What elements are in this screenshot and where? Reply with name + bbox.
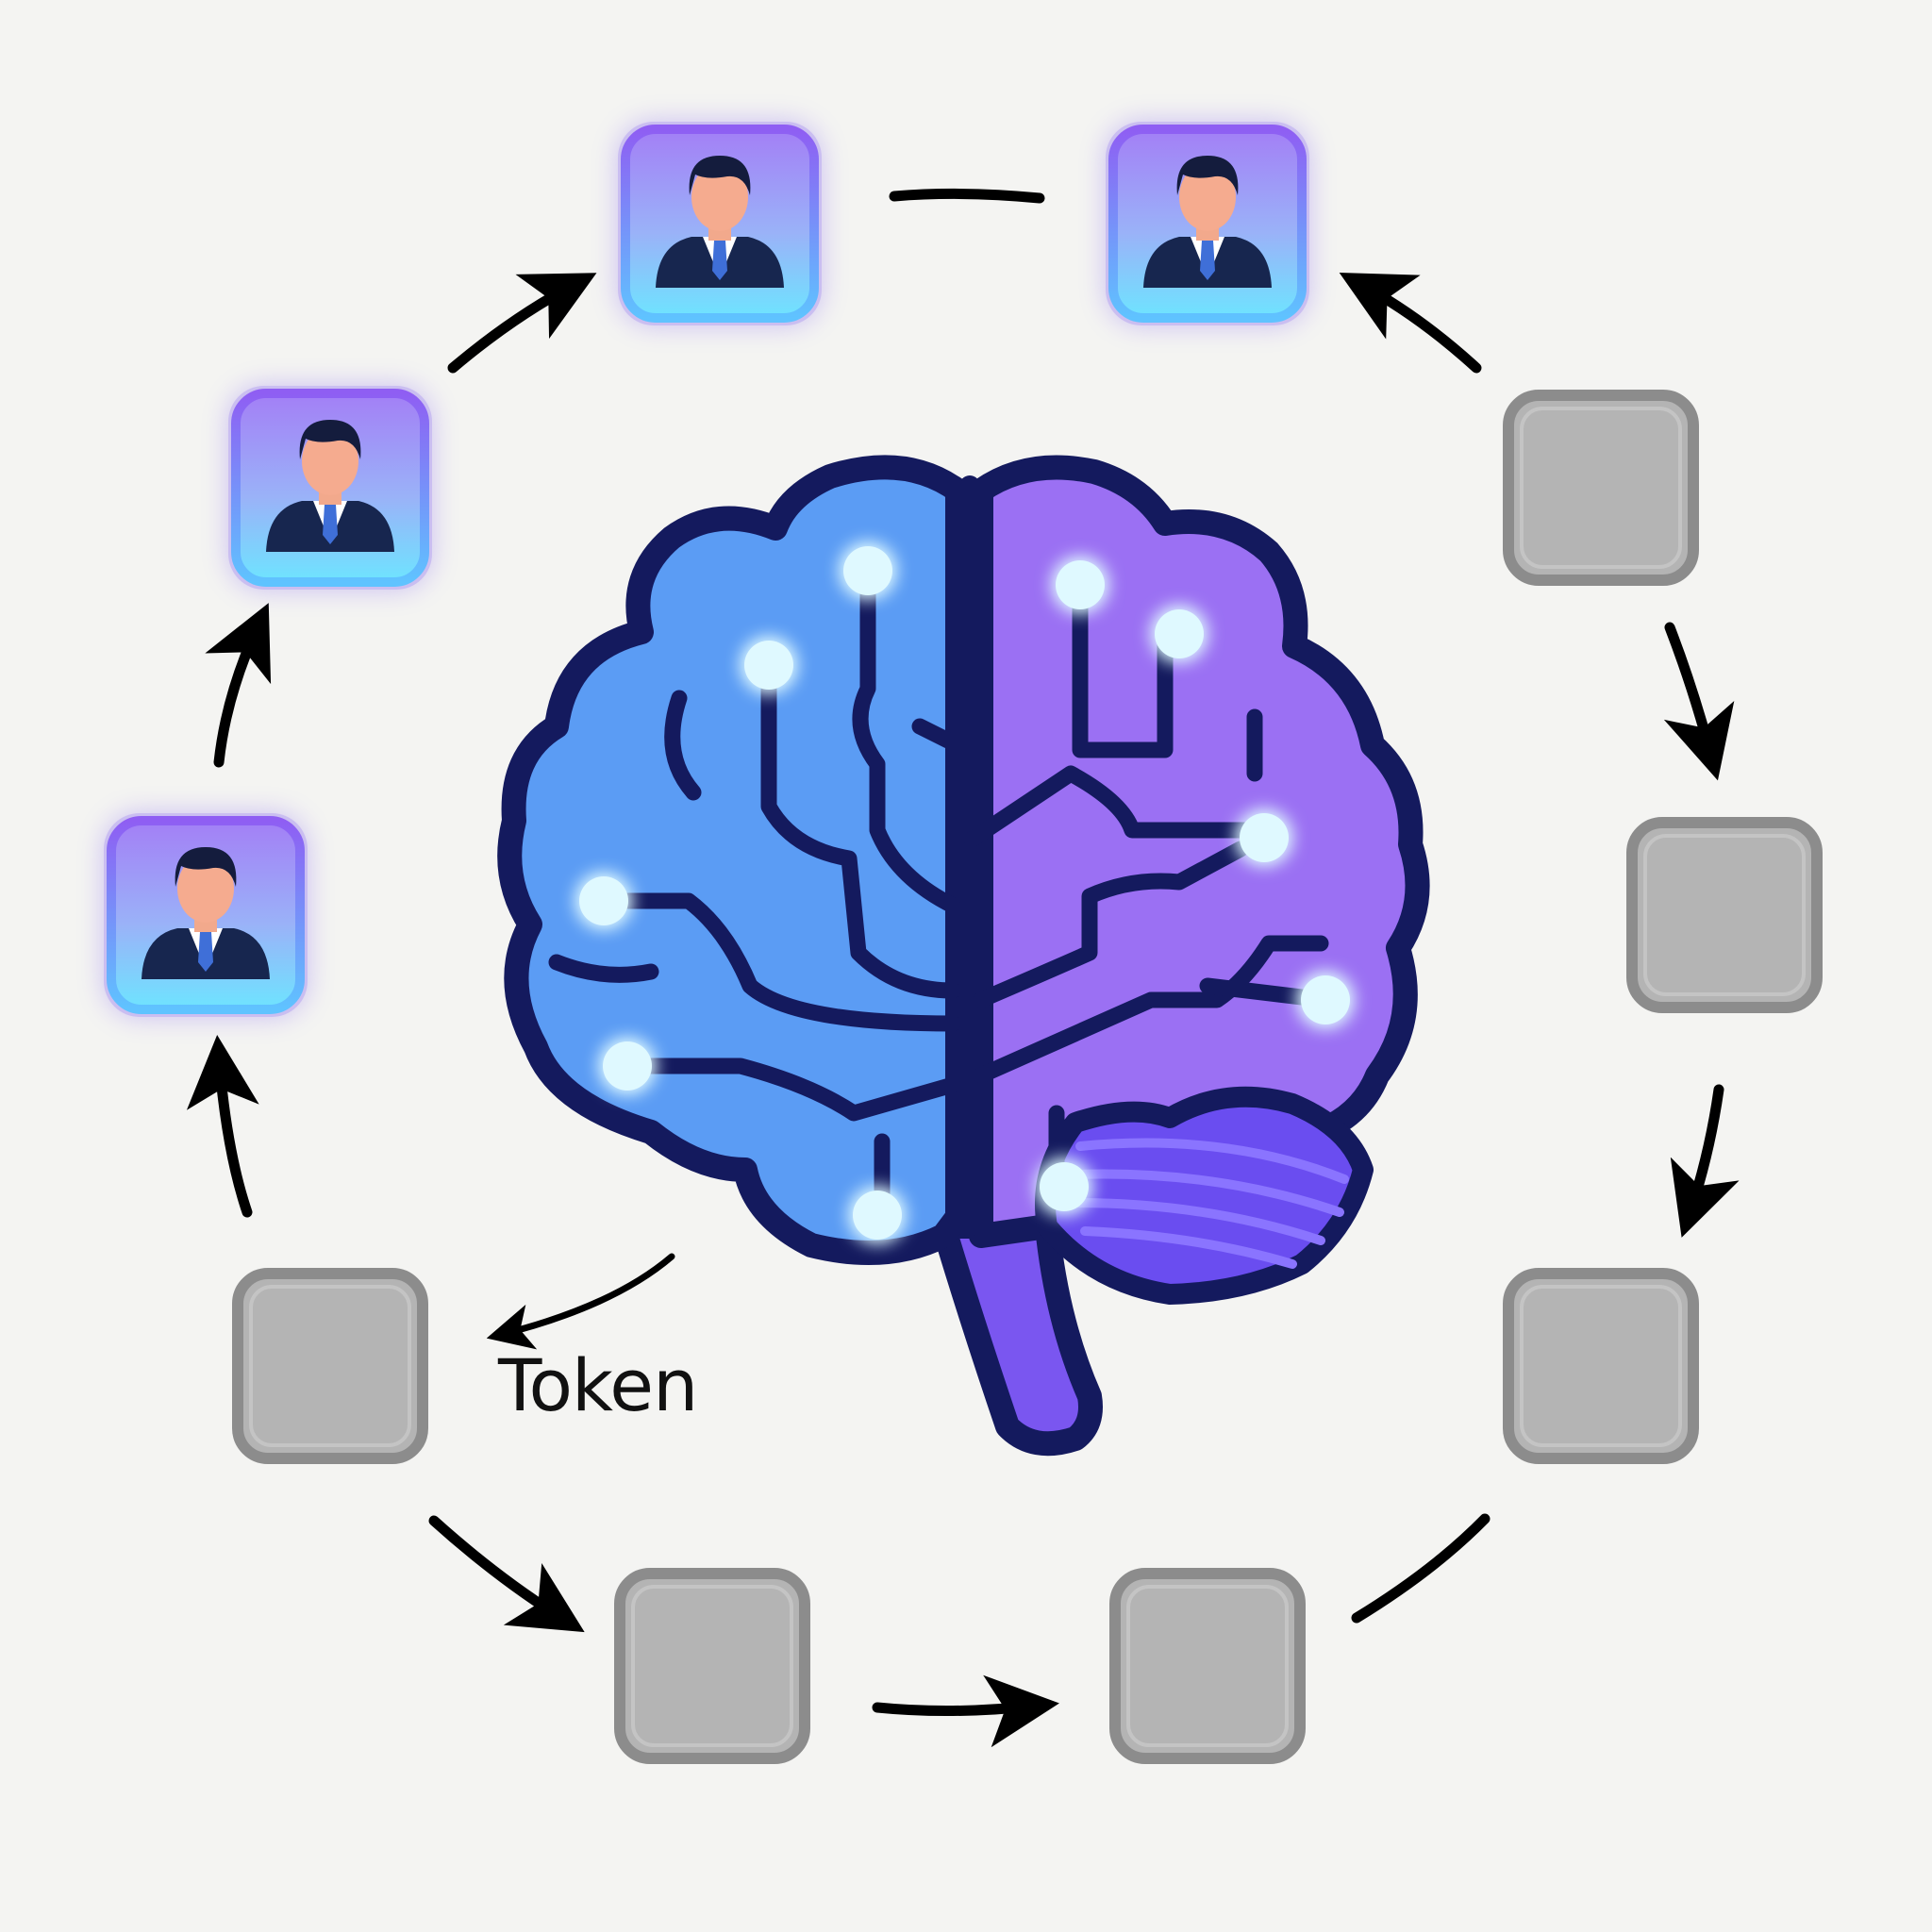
neuron-dot bbox=[603, 1041, 652, 1091]
arrow-3-to-0 bbox=[447, 273, 597, 374]
empty-node bbox=[1626, 817, 1823, 1013]
connector-0-to-1 bbox=[889, 188, 1045, 204]
agent-node bbox=[618, 122, 822, 325]
agent-node bbox=[228, 386, 432, 590]
neuron-dots bbox=[579, 546, 1350, 1240]
neuron-dot bbox=[579, 876, 628, 925]
neuron-dot bbox=[1240, 813, 1289, 862]
person-icon bbox=[142, 847, 270, 979]
neuron-dot bbox=[1040, 1162, 1089, 1211]
arrow-8-to-3 bbox=[205, 603, 272, 768]
neuron-dot bbox=[843, 546, 892, 595]
arrow-2-to-1 bbox=[1339, 273, 1482, 374]
neuron-dot bbox=[744, 641, 793, 690]
empty-node bbox=[1503, 1268, 1699, 1464]
arrow-4-to-5 bbox=[1670, 1084, 1740, 1238]
neuron-dot bbox=[853, 1191, 902, 1240]
empty-node bbox=[1109, 1568, 1306, 1764]
agent-node bbox=[104, 813, 308, 1017]
neuron-dot bbox=[1155, 609, 1204, 658]
empty-node bbox=[232, 1268, 428, 1464]
person-icon bbox=[266, 420, 394, 552]
arrow-7-to-6 bbox=[872, 1674, 1059, 1748]
neuron-dot bbox=[1301, 975, 1350, 1024]
arrow-9-to-8 bbox=[186, 1034, 259, 1218]
brain-cerebellum bbox=[1035, 1086, 1374, 1305]
cerebellum-stripes bbox=[1071, 1138, 1349, 1269]
brain-icon bbox=[497, 455, 1430, 1457]
arrow-2-to-4 bbox=[1663, 622, 1735, 781]
person-icon bbox=[1143, 156, 1272, 288]
token-arrow bbox=[486, 1253, 675, 1350]
ring-connectors bbox=[186, 188, 1740, 1748]
brain-circuit-traces bbox=[548, 562, 1334, 1221]
neuron-dot bbox=[1056, 560, 1105, 609]
arrow-9-to-7 bbox=[428, 1515, 585, 1633]
ring-nodes bbox=[104, 122, 1823, 1764]
connector-5-to-6 bbox=[1351, 1513, 1491, 1624]
empty-node bbox=[614, 1568, 810, 1764]
empty-node bbox=[1503, 390, 1699, 586]
brain-stem bbox=[931, 1214, 1103, 1457]
person-icon bbox=[656, 156, 784, 288]
agent-node bbox=[1106, 122, 1309, 325]
token-label: Token bbox=[498, 1343, 698, 1427]
